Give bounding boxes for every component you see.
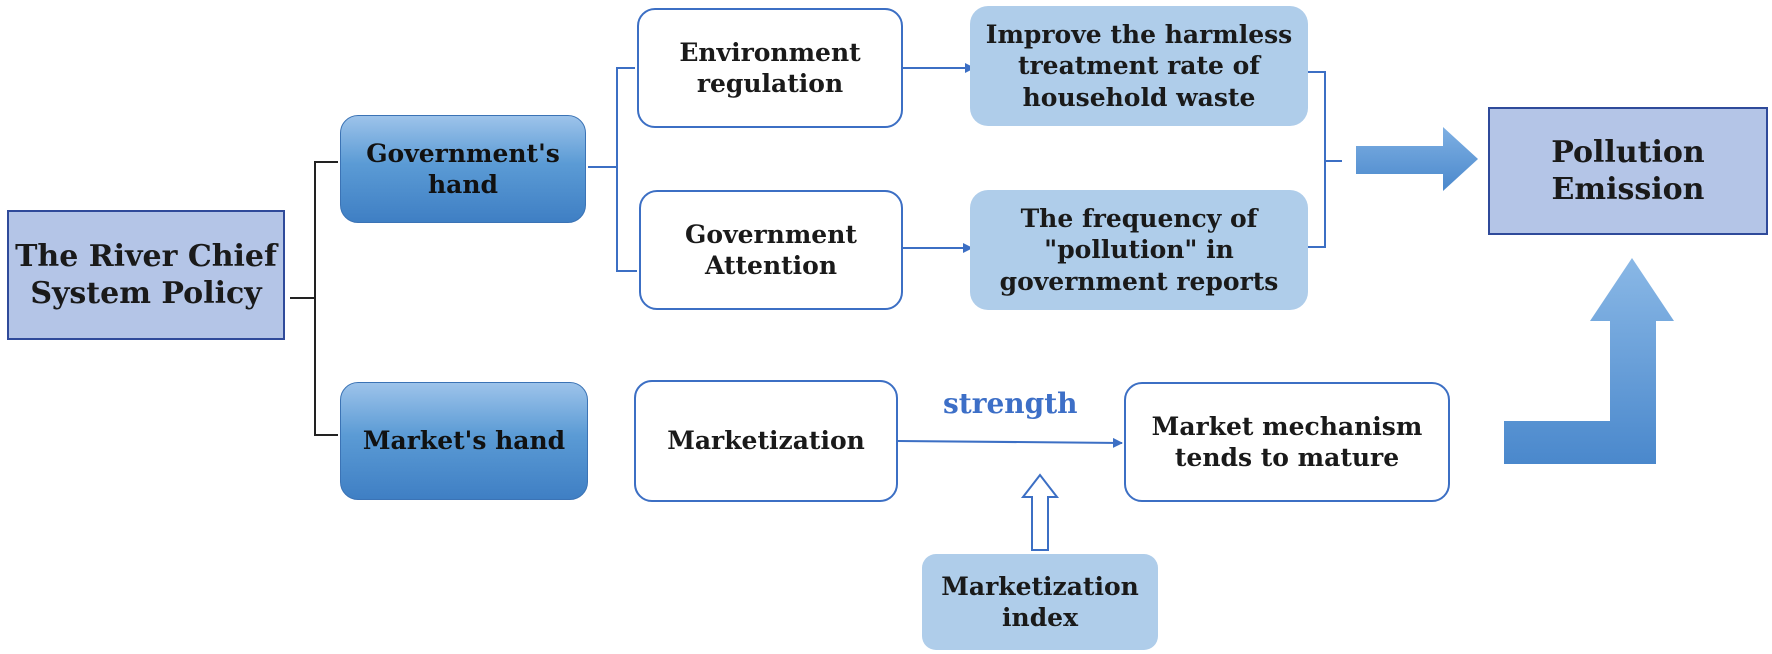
arrow-marketization-to-mechanism [897,437,1123,448]
right-arrow-to-emission [1356,127,1478,191]
government-hand-box: Government's hand [340,115,586,223]
merge-bracket [1308,71,1342,248]
government-attention-label: Government Attention [685,219,857,280]
market-hand-box: Market's hand [340,382,588,500]
l-shaped-arrow [1504,258,1674,464]
strength-label: strength [943,387,1078,420]
root-bracket [290,161,338,436]
marketization-label: Marketization [667,426,865,456]
hollow-up-arrow [1020,473,1060,551]
root-policy-label: The River Chief System Policy [15,238,277,312]
harmless-treatment-label: Improve the harmless treatment rate of h… [985,20,1293,112]
government-attention-box: Government Attention [639,190,903,310]
marketization-index-box: Marketization index [922,554,1158,650]
market-hand-label: Market's hand [362,426,566,456]
marketization-box: Marketization [634,380,898,502]
gov-bracket [588,67,637,272]
l-up-arrow-to-emission [1504,257,1614,419]
environment-regulation-box: Environment regulation [637,8,903,128]
pollution-frequency-box: The frequency of "pollution" in governme… [970,190,1308,310]
environment-regulation-label: Environment regulation [679,37,861,98]
pollution-frequency-label: The frequency of "pollution" in governme… [999,204,1279,296]
marketization-index-label: Marketization index [941,571,1139,632]
harmless-treatment-box: Improve the harmless treatment rate of h… [970,6,1308,126]
root-policy-box: The River Chief System Policy [7,210,285,340]
market-mechanism-box: Market mechanism tends to mature [1124,382,1450,502]
government-hand-label: Government's hand [366,138,560,199]
pollution-emission-label: Pollution Emission [1551,134,1705,208]
pollution-emission-box: Pollution Emission [1488,107,1768,235]
market-mechanism-label: Market mechanism tends to mature [1151,411,1423,472]
